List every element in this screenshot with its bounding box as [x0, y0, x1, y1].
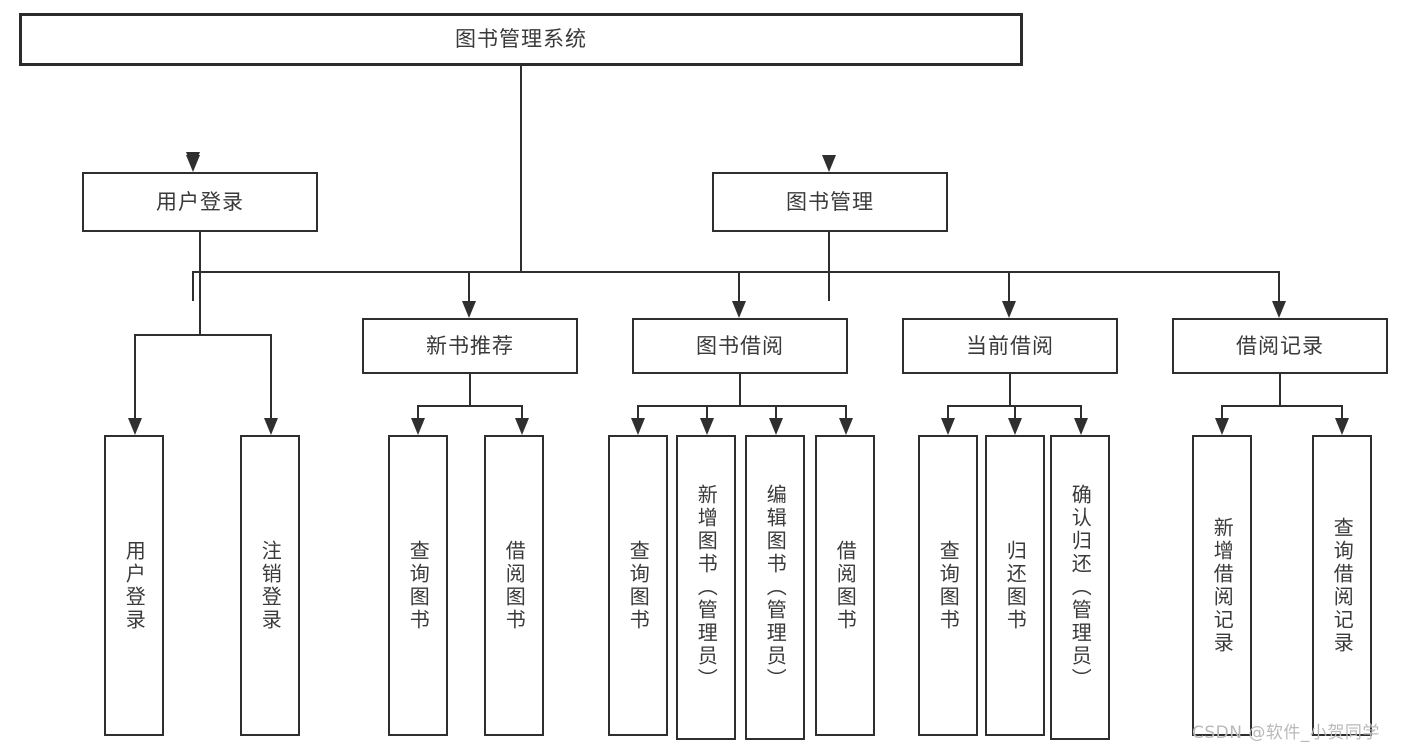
arrow-to-leaf-confirm-return-admin — [1074, 418, 1088, 435]
connector-recommend-d2 — [521, 405, 523, 418]
leaf-label: 确认归还（管理员） — [1068, 484, 1093, 691]
leaf-label: 查询图书 — [936, 539, 961, 632]
connector-borrow-d2 — [706, 405, 708, 418]
arrow-to-leaf-edit-book-admin — [769, 418, 783, 435]
connector-userlogin-right-drop — [270, 334, 272, 418]
arrow-to-leaf-query-borrow-record — [1335, 418, 1349, 435]
connector-bookmgmt-stem — [828, 232, 830, 271]
node-root-system[interactable]: 图书管理系统 — [19, 13, 1023, 66]
leaf-label: 新增借阅记录 — [1210, 516, 1235, 655]
leaf-query-book-recommend[interactable]: 查询图书 — [388, 435, 448, 736]
connector-current-stem — [1009, 374, 1011, 405]
node-label: 用户登录 — [156, 189, 244, 214]
leaf-return-book[interactable]: 归还图书 — [985, 435, 1045, 736]
leaf-label: 查询借阅记录 — [1330, 516, 1355, 655]
leaf-label: 借阅图书 — [833, 539, 858, 632]
connector-bookmgmt-bar — [468, 271, 1280, 273]
arrow-to-leaf-query-book-current — [941, 418, 955, 435]
connector-borrow-d4 — [845, 405, 847, 418]
connector-root-stem — [520, 66, 522, 272]
leaf-query-borrow-record[interactable]: 查询借阅记录 — [1312, 435, 1372, 736]
leaf-label: 新增图书（管理员） — [694, 484, 719, 691]
node-borrow-record[interactable]: 借阅记录 — [1172, 318, 1388, 374]
connector-borrow-stem — [739, 374, 741, 405]
node-label: 图书管理 — [786, 189, 874, 214]
leaf-label: 查询图书 — [626, 539, 651, 632]
node-label: 当前借阅 — [966, 333, 1054, 358]
leaf-label: 归还图书 — [1003, 539, 1028, 632]
node-label: 新书推荐 — [426, 333, 514, 358]
connector-recommend-d1 — [417, 405, 419, 418]
connector-record-stem — [1279, 374, 1281, 405]
arrow-to-book-management — [822, 155, 836, 172]
leaf-query-book-current[interactable]: 查询图书 — [918, 435, 978, 736]
arrow-to-leaf-borrow-book-recommend — [515, 418, 529, 435]
connector-root-to-userlogin — [192, 271, 194, 301]
node-current-borrow[interactable]: 当前借阅 — [902, 318, 1118, 374]
arrow-to-leaf-logout-login — [264, 418, 278, 435]
node-user-login[interactable]: 用户登录 — [82, 172, 318, 232]
connector-userlogin-bar — [134, 334, 270, 336]
leaf-logout-login[interactable]: 注销登录 — [240, 435, 300, 736]
connector-current-d1 — [947, 405, 949, 418]
connector-current-d2 — [1014, 405, 1016, 418]
leaf-label: 查询图书 — [406, 539, 431, 632]
connector-root-to-bookmgmt — [828, 271, 830, 301]
watermark-text: CSDN @软件_小贺同学 — [1192, 723, 1380, 743]
leaf-user-login[interactable]: 用户登录 — [104, 435, 164, 736]
leaf-borrow-book-recommend[interactable]: 借阅图书 — [484, 435, 544, 736]
arrow-to-leaf-add-borrow-record — [1215, 418, 1229, 435]
node-book-borrow[interactable]: 图书借阅 — [632, 318, 848, 374]
leaf-confirm-return-admin[interactable]: 确认归还（管理员） — [1050, 435, 1110, 740]
connector-bookmgmt-d2 — [738, 271, 740, 301]
connector-borrow-d1 — [637, 405, 639, 418]
connector-borrow-d3 — [775, 405, 777, 418]
connector-userlogin-left-drop — [134, 334, 136, 418]
node-book-management[interactable]: 图书管理 — [712, 172, 948, 232]
leaf-add-book-admin[interactable]: 新增图书（管理员） — [676, 435, 736, 740]
arrow-to-book-borrow — [732, 301, 746, 318]
connector-userlogin-stem — [199, 232, 201, 334]
leaf-edit-book-admin[interactable]: 编辑图书（管理员） — [745, 435, 805, 740]
arrow-to-leaf-borrow-book — [839, 418, 853, 435]
leaf-borrow-book[interactable]: 借阅图书 — [815, 435, 875, 736]
connector-record-bar — [1221, 405, 1341, 407]
leaf-add-borrow-record[interactable]: 新增借阅记录 — [1192, 435, 1252, 736]
arrow-to-current-borrow — [1002, 301, 1016, 318]
connector-record-d2 — [1341, 405, 1343, 418]
arrow-to-user-login — [186, 155, 200, 172]
leaf-query-book-borrow[interactable]: 查询图书 — [608, 435, 668, 736]
connector-recommend-stem — [469, 374, 471, 405]
arrow-to-borrow-record — [1272, 301, 1286, 318]
arrow-to-leaf-query-book-recommend — [411, 418, 425, 435]
leaf-label: 用户登录 — [122, 539, 147, 632]
arrow-to-leaf-query-book-borrow — [631, 418, 645, 435]
connector-current-d3 — [1080, 405, 1082, 418]
arrow-to-leaf-user-login — [128, 418, 142, 435]
connector-bookmgmt-d3 — [1008, 271, 1010, 301]
connector-borrow-bar — [637, 405, 845, 407]
leaf-label: 注销登录 — [258, 539, 283, 632]
leaf-label: 编辑图书（管理员） — [763, 484, 788, 691]
connector-recommend-bar — [417, 405, 521, 407]
arrow-to-leaf-add-book-admin — [700, 418, 714, 435]
node-label: 图书借阅 — [696, 333, 784, 358]
connector-bookmgmt-d4 — [1278, 271, 1280, 301]
node-label: 借阅记录 — [1236, 333, 1324, 358]
leaf-label: 借阅图书 — [502, 539, 527, 632]
node-label: 图书管理系统 — [455, 27, 587, 51]
node-new-book-recommend[interactable]: 新书推荐 — [362, 318, 578, 374]
connector-record-d1 — [1221, 405, 1223, 418]
connector-bookmgmt-d1 — [468, 271, 470, 301]
arrow-to-leaf-return-book — [1008, 418, 1022, 435]
arrow-to-new-book-recommend — [462, 301, 476, 318]
